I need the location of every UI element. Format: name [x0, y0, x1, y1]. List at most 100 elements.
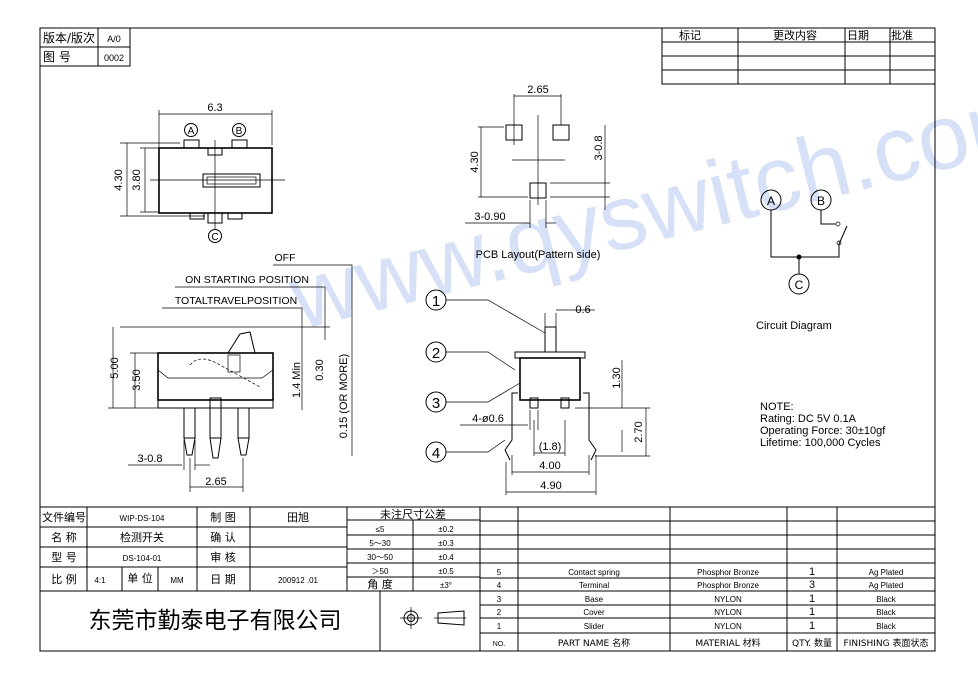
notes: NOTE: Rating: DC 5V 0.1A Operating Force…: [760, 401, 886, 449]
part-name: Contact spring: [568, 568, 620, 577]
parts-table: [480, 507, 935, 651]
header-finishing: FINISHING 表面状态: [844, 637, 929, 649]
revision-header-approve: 批准: [891, 28, 913, 42]
dim-pretravel: 0.30: [314, 359, 326, 380]
part-finish: Black: [876, 595, 897, 604]
revision-header-content: 更改内容: [773, 28, 817, 42]
dim-overtravel: 0.15 (OR MORE): [338, 354, 350, 438]
company-name: 东莞市勤泰电子有限公司: [89, 608, 342, 634]
dim-h2: 2.70: [633, 421, 645, 442]
notes-rating: Rating: DC 5V 0.1A: [760, 413, 857, 425]
dim-inner: (1.8): [539, 441, 562, 453]
dim-height-inner: 3.80: [131, 169, 143, 190]
title-block: 文件编号 WIP-DS-104 名 称 检测开关 型 号 DS-104-01 比…: [40, 506, 935, 651]
part-name: Cover: [583, 608, 605, 617]
part-name: Slider: [584, 622, 605, 631]
terminal-c-label: C: [211, 232, 218, 243]
part-no: 5: [497, 568, 502, 577]
model: DS-104-01: [123, 554, 162, 563]
tol-range: 角 度: [367, 577, 393, 591]
part-qty: 3: [809, 579, 815, 591]
drawn-by: 田旭: [287, 510, 309, 524]
part-qty: 1: [809, 593, 815, 605]
part-material: Phosphor Bronze: [697, 581, 759, 590]
revision-header-date: 日期: [847, 29, 869, 42]
dim-stem: 0.6: [575, 304, 590, 316]
unit: MM: [170, 576, 184, 585]
terminal-b-label: B: [236, 126, 243, 137]
circuit-c: C: [795, 278, 804, 292]
watermark: www.qyswitch.com: [279, 64, 978, 350]
dim-body-height: 3.50: [131, 369, 143, 390]
drawn-label: 制 图: [210, 511, 236, 524]
notes-force: Operating Force: 30±10gf: [760, 425, 886, 437]
tol-value: ±0.3: [438, 539, 454, 548]
tolerance-title: 未注尺寸公差: [380, 507, 446, 521]
callout-2: 2: [432, 345, 440, 362]
notes-title: NOTE:: [760, 401, 794, 413]
dim-travel-min: 1.4 Min: [291, 362, 303, 398]
circuit-diagram: A B C Circuit Diagram: [756, 189, 848, 332]
callout-1: 1: [432, 293, 440, 310]
side-view: 5.00 3.50 OFF ON STARTING POSITION TOTAL…: [108, 252, 353, 492]
parts-header-row: NO. PART NAME 名称 MATERIAL 材料 QTY. 数量 FIN…: [493, 637, 929, 649]
header-box: 版本/版次 A/0 图 号 0002: [39, 27, 131, 67]
part-no: 3: [497, 595, 502, 604]
product-name: 检测开关: [120, 530, 164, 544]
pcb-caption: PCB Layout(Pattern side): [476, 249, 601, 261]
top-view: 6.3 4.30 3.80 A B C: [113, 102, 285, 243]
scale: 4:1: [94, 576, 106, 585]
callout-4: 4: [432, 445, 440, 462]
tol-value: ±0.5: [438, 567, 454, 576]
name-label: 名 称: [51, 530, 77, 544]
circuit-a: A: [767, 194, 775, 208]
header-no: NO.: [493, 641, 506, 648]
tol-range: ＞50: [372, 567, 389, 576]
terminal-a-label: A: [188, 126, 195, 137]
callout-3: 3: [432, 395, 440, 412]
part-qty: 1: [809, 620, 815, 632]
part-qty: 1: [809, 566, 815, 578]
header-part-name: PART NAME 名称: [558, 637, 630, 649]
circuit-b: B: [817, 194, 825, 208]
drawing-no-value: 0002: [104, 53, 124, 63]
date: 200912 .01: [278, 576, 319, 585]
part-name: Base: [585, 595, 604, 604]
pcb-height: 4.30: [469, 151, 481, 172]
label-on-starting: ON STARTING POSITION: [185, 274, 309, 286]
part-finish: Ag Plated: [869, 568, 904, 577]
revision-table: 标记 更改内容 日期 批准: [661, 27, 936, 85]
part-no: 4: [497, 581, 502, 590]
part-finish: Ag Plated: [869, 581, 904, 590]
date-label: 日 期: [210, 573, 236, 586]
revision-header-mark: 标记: [679, 28, 701, 42]
header-material: MATERIAL 材料: [695, 637, 760, 649]
review-label: 审 核: [210, 550, 236, 564]
part-no: 1: [497, 622, 502, 631]
part-material: NYLON: [714, 608, 742, 617]
label-total-travel: TOTALTRAVELPOSITION: [175, 295, 297, 307]
tol-range: 5～30: [369, 539, 391, 548]
file-no: WIP-DS-104: [120, 514, 165, 523]
notes-lifetime: Lifetime: 100,000 Cycles: [760, 437, 881, 449]
part-no: 2: [497, 608, 502, 617]
part-finish: Black: [876, 622, 897, 631]
dim-h1: 1.30: [611, 367, 623, 388]
pcb-pitch: 2.65: [527, 84, 548, 96]
pcb-pad: 3-0.90: [474, 211, 505, 223]
part-finish: Black: [876, 608, 897, 617]
version-label: 版本/版次: [43, 31, 95, 45]
circuit-caption: Circuit Diagram: [756, 320, 832, 332]
dim-total-height: 5.00: [109, 357, 121, 378]
scale-label: 比 例: [51, 572, 77, 586]
table-row: 2 Cover NYLON 1 Black: [497, 606, 897, 618]
tol-range: ≤5: [376, 525, 385, 534]
model-label: 型 号: [51, 550, 77, 564]
part-qty: 1: [809, 606, 815, 618]
sheet-frame: [39, 27, 936, 652]
dim-height-outer: 4.30: [113, 169, 125, 190]
dim-pin-width: 3-0.8: [137, 453, 162, 465]
